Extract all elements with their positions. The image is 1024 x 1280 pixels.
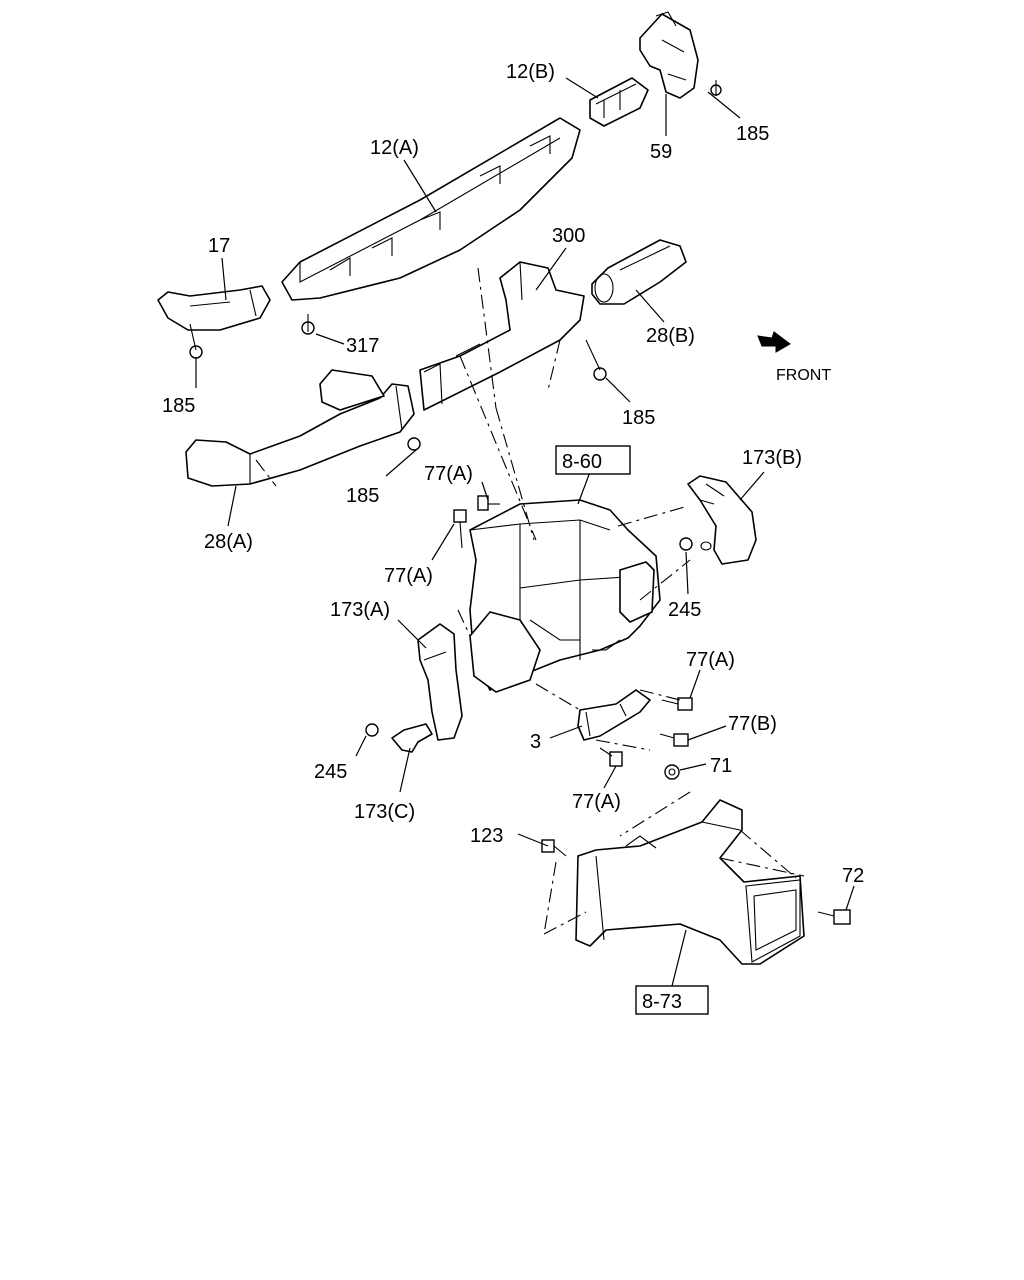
- bolt-77a-1: [477, 495, 500, 511]
- callout-245-right: 245: [668, 599, 701, 621]
- callout-185-left: 185: [162, 395, 195, 417]
- callout-77a-1: 77(A): [424, 463, 473, 485]
- callout-173c: 173(C): [354, 801, 415, 823]
- part-173c-clip: [391, 723, 433, 753]
- screw-317: [301, 314, 315, 335]
- ref-box-8-73: [635, 985, 709, 1015]
- callout-300: 300: [552, 225, 585, 247]
- callout-185-top: 185: [736, 123, 769, 145]
- callout-317: 317: [346, 335, 379, 357]
- part-173a-duct: [417, 623, 463, 741]
- bolt-77a-4: [599, 747, 623, 767]
- callout-77b: 77(B): [728, 713, 777, 735]
- part-12b-duct: [589, 77, 649, 127]
- callout-123: 123: [470, 825, 503, 847]
- callout-28b: 28(B): [646, 325, 695, 347]
- callout-185-center: 185: [346, 485, 379, 507]
- duct-8-73: [575, 799, 805, 965]
- bolt-245-right: [679, 537, 693, 551]
- bolt-77a-3: [661, 697, 693, 711]
- part-12a-defroster-duct: [281, 117, 581, 301]
- bolt-77a-2: [453, 509, 467, 549]
- heater-unit-8-60: [469, 499, 661, 693]
- callout-8-73: 8-73: [642, 991, 682, 1013]
- part-3-bracket: [577, 689, 651, 741]
- callout-245-left: 245: [314, 761, 347, 783]
- callout-59: 59: [650, 141, 672, 163]
- bolt-72: [817, 909, 851, 925]
- callout-71: 71: [710, 755, 732, 777]
- part-59-bracket: [639, 11, 699, 99]
- callout-77a-4: 77(A): [572, 791, 621, 813]
- callout-front: FRONT: [776, 367, 831, 384]
- callout-12b: 12(B): [506, 61, 555, 83]
- fasteners: [189, 80, 851, 925]
- callout-3: 3: [530, 731, 541, 753]
- screw-123: [541, 839, 567, 857]
- part-28b-duct: [591, 239, 687, 305]
- bolt-185-top: [710, 80, 722, 96]
- part-173b-duct: [687, 475, 757, 565]
- ref-box-8-60: [555, 445, 631, 475]
- bolt-185-mid: [585, 339, 607, 381]
- callout-12a: 12(A): [370, 137, 419, 159]
- callout-28a: 28(A): [204, 531, 253, 553]
- front-arrow-icon: [757, 331, 791, 353]
- bolt-77b: [659, 733, 689, 747]
- callout-77a-3: 77(A): [686, 649, 735, 671]
- callout-77a-2: 77(A): [384, 565, 433, 587]
- part-28a-duct: [185, 369, 415, 487]
- bolt-245-left: [365, 723, 379, 737]
- callout-17: 17: [208, 235, 230, 257]
- callout-173b: 173(B): [742, 447, 802, 469]
- callout-173a: 173(A): [330, 599, 390, 621]
- callout-72: 72: [842, 865, 864, 887]
- assembly-lines: [255, 267, 805, 935]
- leader-lines: [195, 77, 855, 987]
- part-17-side-duct: [157, 285, 271, 331]
- bolt-185-center: [407, 437, 421, 451]
- part-300-center-duct: [419, 261, 585, 411]
- nut-71: [664, 764, 680, 780]
- callout-8-60: 8-60: [562, 451, 602, 473]
- callout-185-mid: 185: [622, 407, 655, 429]
